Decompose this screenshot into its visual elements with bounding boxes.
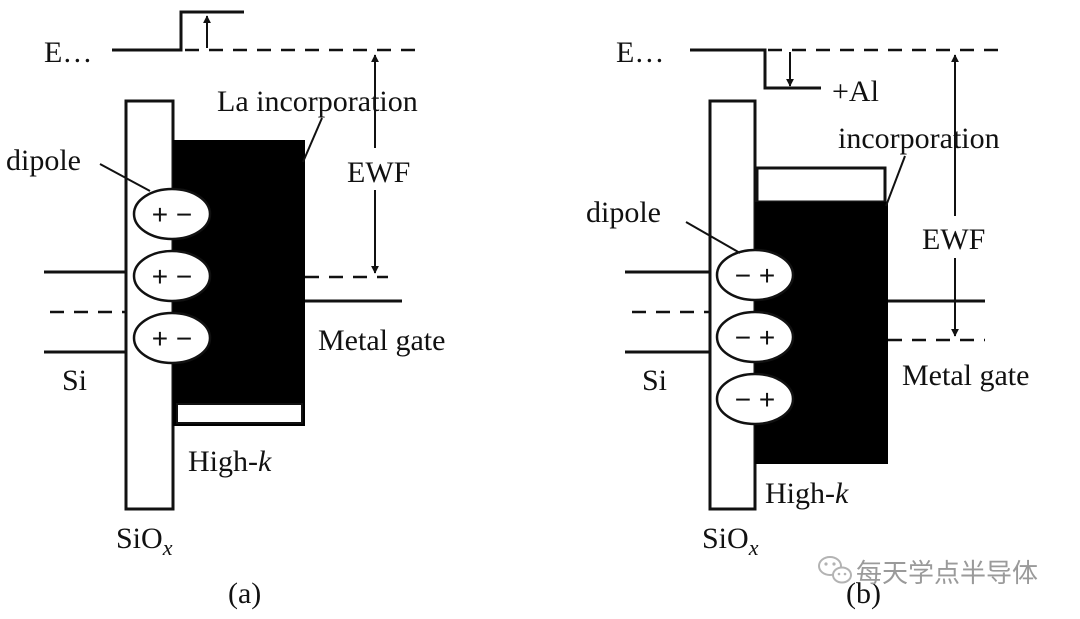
al-label-b: +Al — [832, 75, 879, 108]
siox-layer-a — [124, 99, 175, 511]
metal-gate-label-a: Metal gate — [318, 324, 445, 357]
fermi-level-label-a: E… — [44, 36, 92, 69]
dipole-leader-a — [99, 163, 151, 192]
incorporation-leader-a — [302, 117, 323, 163]
ewf-label-b: EWF — [922, 223, 985, 256]
incorporation-label-b: incorporation — [838, 122, 1000, 155]
dipole-signs-a-3: + − — [152, 323, 192, 354]
watermark: 每天学点半导体 — [818, 556, 1038, 589]
fermi-level-label-b: E… — [616, 36, 664, 69]
ewf-label-a: EWF — [347, 156, 410, 189]
dipole-a-1: + − — [132, 187, 212, 241]
dipole-leader-b — [685, 221, 741, 254]
incorporation-label-a: La incorporation — [217, 85, 418, 118]
ewf-label-bg-b — [928, 216, 998, 258]
dipole-b-3: − + — [715, 372, 795, 426]
highk-label-b: High-k — [765, 477, 849, 510]
siox-label-a: SiOx — [116, 522, 173, 560]
ewf-label-bg-a — [350, 148, 418, 190]
siox-layer-b — [708, 99, 757, 511]
panel-b: E… +Al EWF − + − + − + — [586, 36, 1029, 610]
dipole-a-2: + − — [132, 249, 212, 303]
watermark-text: 每天学点半导体 — [856, 559, 1038, 589]
fermi-level-line-a — [112, 10, 244, 52]
metal-gate-label-b: Metal gate — [902, 359, 1029, 392]
incorporation-leader-b — [885, 155, 906, 207]
wechat-icon — [818, 556, 852, 584]
dipole-signs-b-1: − + — [735, 260, 775, 291]
caption-b: (b) — [846, 577, 881, 610]
dipole-signs-a-1: + − — [152, 199, 192, 230]
highk-white-strip-a — [176, 403, 303, 424]
panel-a: E… EWF + − + − + − — [6, 10, 445, 610]
dipole-b-1: − + — [715, 248, 795, 302]
dipole-b-2: − + — [715, 310, 795, 364]
highk-white-strip-b — [755, 166, 887, 204]
si-label-b: Si — [642, 364, 667, 397]
fermi-level-line-b — [690, 48, 821, 90]
dipole-signs-b-3: − + — [735, 384, 775, 415]
siox-label-b: SiOx — [702, 522, 759, 560]
caption-a: (a) — [228, 577, 261, 610]
dipole-signs-a-2: + − — [152, 261, 192, 292]
dipole-signs-b-2: − + — [735, 322, 775, 353]
dipole-label-b: dipole — [586, 196, 661, 229]
dipole-a-3: + − — [132, 311, 212, 365]
highk-label-a: High-k — [188, 445, 272, 478]
dipole-label-a: dipole — [6, 144, 81, 177]
si-label-a: Si — [62, 364, 87, 397]
